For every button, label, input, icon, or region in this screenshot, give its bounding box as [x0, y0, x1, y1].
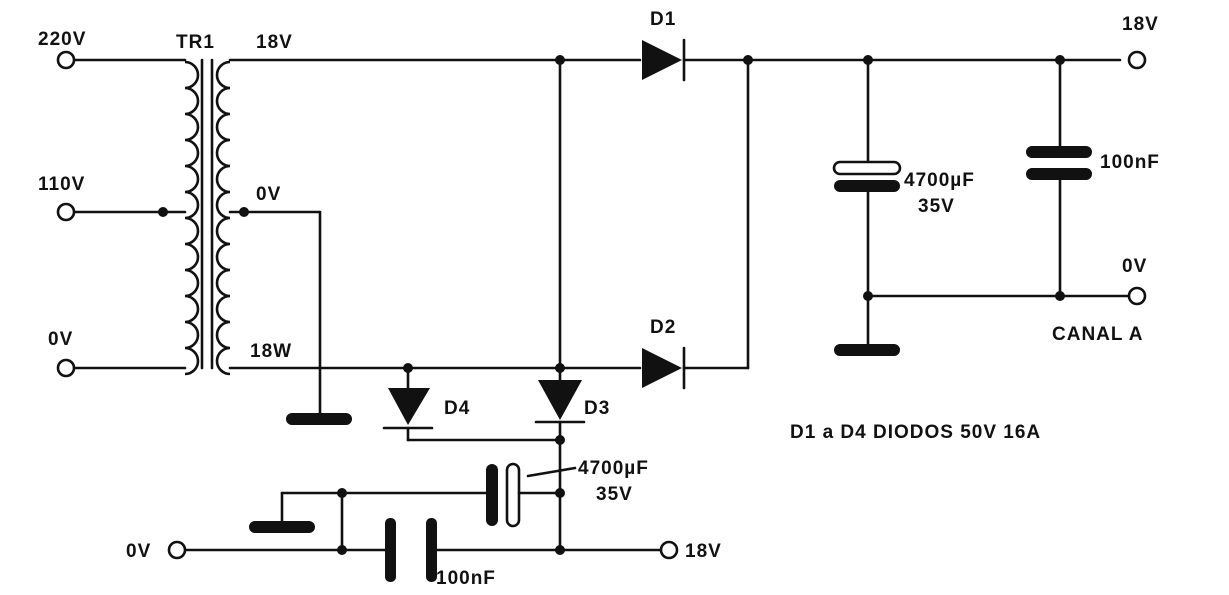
label-neg-cap-4700uf: 4700µF: [578, 458, 649, 479]
junction-dot: [555, 545, 565, 555]
label-out-18v: 18V: [1122, 14, 1159, 35]
junction-dot: [555, 55, 565, 65]
junction-dot: [555, 363, 565, 373]
junction-dot: [1055, 291, 1065, 301]
label-0v-secondary: 0V: [256, 184, 281, 205]
label-neg-cap-35v: 35V: [596, 484, 633, 505]
label-d4: D4: [444, 398, 470, 419]
label-diode-spec: D1 a D4 DIODOS 50V 16A: [790, 422, 1041, 443]
label-220v: 220V: [38, 29, 86, 50]
junction-dot: [403, 363, 413, 373]
cap-100nf-plate-left: [385, 518, 396, 582]
ground-bar-right: [834, 344, 900, 356]
primary-side: 220V 110V 0V: [38, 29, 187, 378]
label-cap-100nf: 100nF: [1100, 152, 1160, 173]
cap-4700uf-plus-plate: [505, 462, 521, 528]
terminal-18v-negative[interactable]: [659, 540, 679, 560]
positive-filter: 4700µF 35V 100nF 18V 0V CANAL A: [832, 14, 1160, 356]
terminal-0v-positive[interactable]: [1127, 286, 1147, 306]
diode-d1: D1: [642, 9, 1122, 82]
junction-dot: [239, 207, 249, 217]
terminal-220v[interactable]: [56, 50, 76, 70]
label-18w-secondary: 18W: [250, 341, 292, 362]
label-0v-primary: 0V: [48, 329, 73, 350]
secondary-winding: [215, 60, 231, 376]
cap-ceramic-plate-bottom: [1026, 168, 1092, 180]
ground-bar-center: [286, 413, 352, 425]
junction-dot: [555, 488, 565, 498]
label-18v-secondary: 18V: [256, 32, 293, 53]
label-neg-18v: 18V: [685, 541, 722, 562]
junction-dot: [555, 435, 565, 445]
diode-d2: D2: [642, 58, 750, 390]
cap-4700uf-minus-plate: [486, 464, 498, 526]
tr1-label: TR1: [176, 32, 215, 53]
cap-ceramic-plate-top: [1026, 146, 1092, 158]
label-neg-cap-100nf: 100nF: [436, 568, 496, 589]
label-cap-4700uf: 4700µF: [904, 170, 975, 191]
negative-filter: 4700µF 35V 100nF 0V 18V: [126, 458, 722, 589]
terminal-0v-negative[interactable]: [167, 540, 187, 560]
terminal-110v[interactable]: [56, 202, 76, 222]
diode-d3: D3: [534, 58, 610, 552]
label-neg-0v: 0V: [126, 541, 151, 562]
label-out-0v: 0V: [1122, 256, 1147, 277]
secondary-side: 18V 0V 18W: [228, 32, 642, 425]
primary-winding: [184, 60, 200, 376]
transformer-tr1: TR1: [176, 32, 231, 376]
label-110v: 110V: [38, 174, 85, 195]
label-cap-35v: 35V: [918, 196, 955, 217]
junction-dot: [743, 55, 753, 65]
terminal-0v-primary[interactable]: [56, 358, 76, 378]
cap-100nf-plate-right: [426, 518, 437, 582]
ground-bar-bottom: [249, 521, 315, 533]
label-d2: D2: [650, 317, 676, 338]
label-d1: D1: [650, 9, 676, 30]
cap-electrolytic-minus-plate: [834, 180, 900, 192]
cap-electrolytic-plus-plate: [832, 160, 902, 176]
label-d3: D3: [584, 398, 610, 419]
terminal-18v-positive[interactable]: [1127, 50, 1147, 70]
junction-dot: [337, 488, 347, 498]
diode-d4: D4: [382, 366, 562, 442]
junction-dot: [158, 207, 168, 217]
label-canal-a: CANAL A: [1052, 324, 1143, 345]
